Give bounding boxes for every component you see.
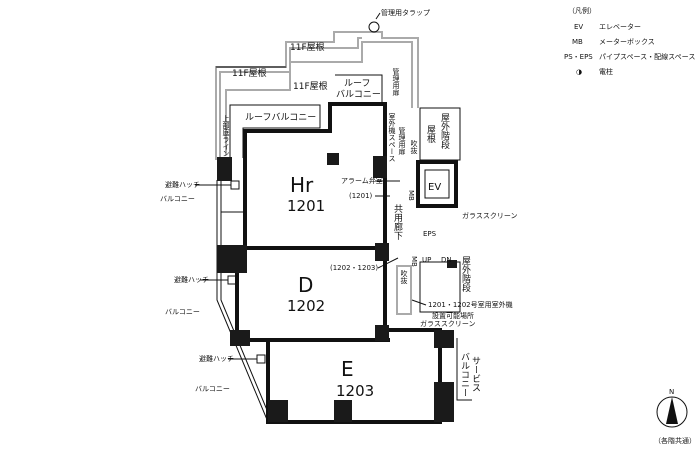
legend: （凡例） EV エレベーター MB メーターボックス PS・EPS パイプスペー…: [564, 6, 695, 76]
north-arrow-icon: [666, 397, 678, 424]
roof-small: 屋根: [425, 125, 436, 144]
trap-icon: [368, 21, 380, 33]
glass-screen-2: ガラススクリーン: [420, 319, 476, 328]
legend-desc-ps: パイプスペース・配線スペース: [599, 52, 695, 61]
legend-desc-ev: エレベーター: [599, 22, 641, 31]
hatch-2: 避難ハッチ: [174, 275, 209, 284]
compass-north: N: [669, 388, 674, 396]
upper-garden-line: 上部庭ライン: [222, 114, 230, 157]
outdoor-unit-note-1: 1201・1202号室用室外機: [428, 300, 513, 309]
legend-key-ps: PS・EPS: [564, 53, 593, 61]
unit-type-e: E: [341, 357, 354, 381]
mgmt-door: 管理用扉: [398, 126, 406, 156]
outdoor-stairs: 屋外階段: [460, 256, 471, 293]
roof-balcony-top-2: バルコニー: [336, 89, 381, 100]
void-label: 吹抜: [400, 269, 408, 285]
roof-11f-b: 11F屋根: [232, 67, 267, 79]
columns: [217, 153, 457, 422]
legend-desc-pole: 電柱: [599, 67, 613, 76]
outdoor-stairs-top: 屋外階段: [439, 113, 450, 150]
legend-key-mb: MB: [572, 38, 583, 46]
mb2-label: MB: [410, 256, 418, 267]
legend-title: （凡例）: [568, 6, 596, 15]
stairs-up: UP: [422, 256, 431, 264]
balcony-3: バルコニー: [195, 385, 230, 393]
trap-label: 管理用タラップ: [381, 8, 430, 17]
mgmt-door-top: 管理用扉: [392, 67, 400, 97]
compass-note: （各階共通）: [654, 436, 696, 445]
hatch-1: 避難ハッチ: [165, 180, 200, 189]
ev-label: EV: [428, 182, 441, 193]
glass-screen-1: ガラススクリーン: [462, 211, 518, 220]
alarm-valve-room: アラーム弁室: [341, 176, 383, 185]
eps-label: EPS: [423, 230, 437, 238]
roof-outline: [215, 31, 419, 160]
balcony-2: バルコニー: [165, 308, 200, 316]
legend-desc-mb: メーターボックス: [599, 37, 655, 46]
common-corridor: 共用廊下: [392, 204, 403, 241]
service-balcony-1: サービス: [470, 356, 481, 392]
roof-11f-c: 11F屋根: [293, 80, 328, 92]
service-balcony-2: バルコニー: [459, 352, 470, 397]
outdoor-unit-space: 室外機スペース: [388, 112, 396, 162]
roof-balcony: ルーフバルコニー: [245, 112, 316, 123]
roof-balcony-top-1: ルーフ: [344, 79, 370, 89]
ref-1201: (1201): [349, 192, 373, 200]
legend-key-ev: EV: [574, 23, 583, 31]
unit-number-1202: 1202: [287, 297, 325, 315]
outdoor-unit-note-2: 設置可能場所: [432, 311, 474, 320]
north-compass: N （各階共通）: [654, 388, 696, 445]
balcony-1: バルコニー: [160, 195, 195, 203]
stairs-down: DN: [441, 256, 452, 264]
legend-key-pole: ◑: [576, 68, 582, 76]
unit-number-1201: 1201: [287, 197, 325, 215]
mb-label: MB: [407, 190, 415, 201]
ref-1202-1203: (1202・1203): [330, 264, 378, 272]
void-top: 吹抜: [410, 139, 418, 155]
unit-type-hr: Hr: [290, 173, 314, 197]
unit-type-d: D: [298, 273, 313, 297]
hatch-3: 避難ハッチ: [199, 354, 234, 363]
roof-11f-a: 11F屋根: [290, 41, 325, 53]
unit-number-1203: 1203: [336, 382, 374, 400]
